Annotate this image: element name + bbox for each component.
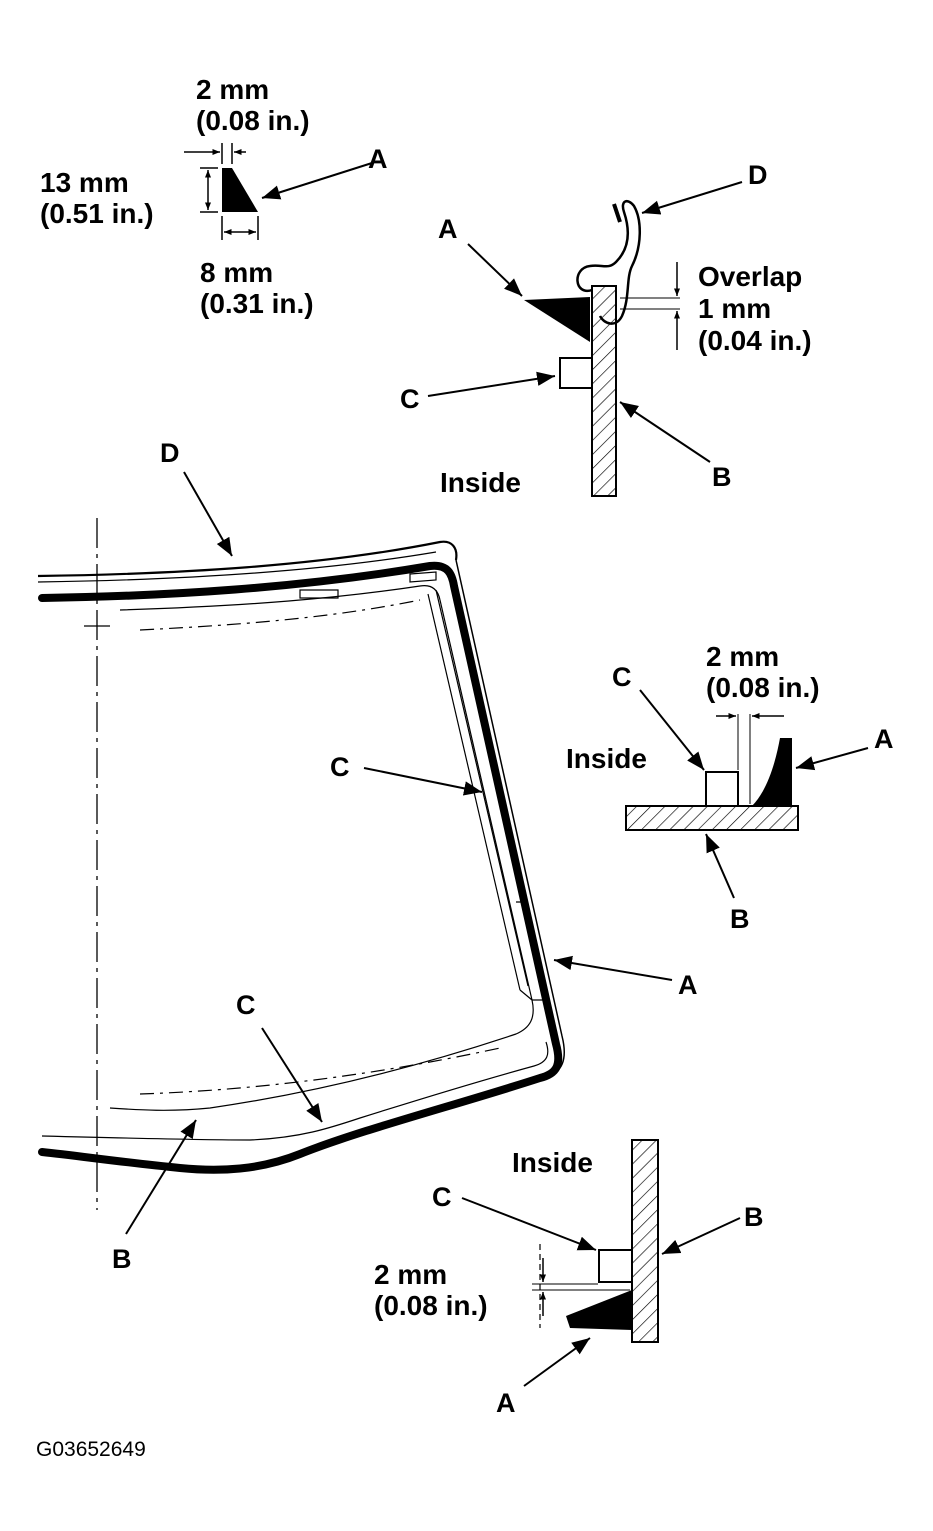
inside-label-top: Inside — [440, 467, 521, 498]
side-edge-section-detail: 2 mm (0.08 in.) C A Inside B — [566, 641, 894, 934]
dim-2mm-label: 2 mm — [196, 74, 269, 105]
label-a-top: A — [368, 144, 388, 174]
body-panel-b-top — [591, 285, 617, 497]
dam-a-bottom-section — [566, 1290, 632, 1330]
arrow-c-side-section — [639, 689, 705, 771]
label-a-main: A — [678, 970, 698, 1000]
bottom-edge-section-detail: Inside C B 2 mm (0.08 in.) A — [374, 1139, 764, 1418]
dim-2mm-side-label: 2 mm — [706, 641, 779, 672]
dim-8mm-inch-label: (0.31 in.) — [200, 288, 314, 319]
dim-2mm-inch-label: (0.08 in.) — [196, 105, 310, 136]
arrow-a-main — [553, 955, 673, 981]
dim-13mm-label: 13 mm — [40, 167, 129, 198]
arrow-c-main-bottom — [261, 1027, 323, 1123]
label-a-side-section: A — [874, 724, 894, 754]
label-d-main: D — [160, 438, 180, 468]
spacer-c-main — [299, 571, 547, 1010]
spacer-c-top-section — [559, 357, 593, 389]
label-a-bottom-section: A — [496, 1388, 516, 1418]
label-b-side-section: B — [730, 904, 750, 934]
dam-a-top-section — [524, 297, 590, 342]
inside-label-bottom: Inside — [512, 1147, 593, 1178]
dim-13mm-inch-label: (0.51 in.) — [40, 198, 154, 229]
arrow-a-bottom-section — [523, 1337, 591, 1387]
arrow-a-side-section — [795, 747, 869, 771]
arrow-b-bottom-section — [661, 1217, 741, 1255]
dam-profile-detail: 2 mm (0.08 in.) 13 mm (0.51 in.) 8 mm (0… — [40, 74, 388, 319]
label-c-side-section: C — [612, 662, 632, 692]
label-c-bottom-section: C — [432, 1182, 452, 1212]
body-panel-b-bottom — [631, 1139, 659, 1343]
arrow-a-top-section — [467, 243, 523, 297]
arrow-b-main — [125, 1119, 197, 1235]
inside-label-side: Inside — [566, 743, 647, 774]
label-a-top-section: A — [438, 214, 458, 244]
arrow-d-main — [183, 471, 233, 557]
label-d-top-section: D — [748, 160, 768, 190]
dim-2mm-bottom-inch-label: (0.08 in.) — [374, 1290, 488, 1321]
label-c-top-section: C — [400, 384, 420, 414]
arrow-b-side-section — [705, 833, 735, 899]
label-c-main-side: C — [330, 752, 350, 782]
arrow-c-top-section — [427, 371, 556, 397]
dam-a-side-section — [752, 738, 792, 806]
spacer-c-side-section — [705, 771, 739, 807]
dam-a-main — [38, 561, 563, 1174]
dim-1mm-label: 1 mm — [698, 293, 771, 324]
dim-1mm-inch-label: (0.04 in.) — [698, 325, 812, 356]
windshield-main-view: D C A C B — [37, 438, 698, 1274]
arrow-b-top-section — [619, 401, 711, 463]
molding-d-outline — [37, 540, 458, 578]
dim-2mm-bottom-label: 2 mm — [374, 1259, 447, 1290]
overlap-label: Overlap — [698, 261, 802, 292]
body-panel-b-side — [625, 805, 799, 831]
dam-profile-shape — [222, 168, 258, 212]
label-c-main-bottom: C — [236, 990, 256, 1020]
label-b-main: B — [112, 1244, 132, 1274]
arrow-c-main-side — [363, 767, 483, 796]
top-edge-section-detail: A D Overlap 1 mm (0.04 in.) C Inside B — [400, 160, 812, 498]
figure-id: G03652649 — [36, 1438, 146, 1461]
arrow-a-top — [261, 162, 373, 200]
arrow-c-bottom-section — [461, 1197, 597, 1251]
dim-2mm-side-inch-label: (0.08 in.) — [706, 672, 820, 703]
dim-8mm-label: 8 mm — [200, 257, 273, 288]
arrow-d-top-section — [641, 181, 743, 215]
label-b-top-section: B — [712, 462, 732, 492]
spacer-c-bottom-section — [598, 1249, 633, 1283]
label-b-bottom-section: B — [744, 1202, 764, 1232]
